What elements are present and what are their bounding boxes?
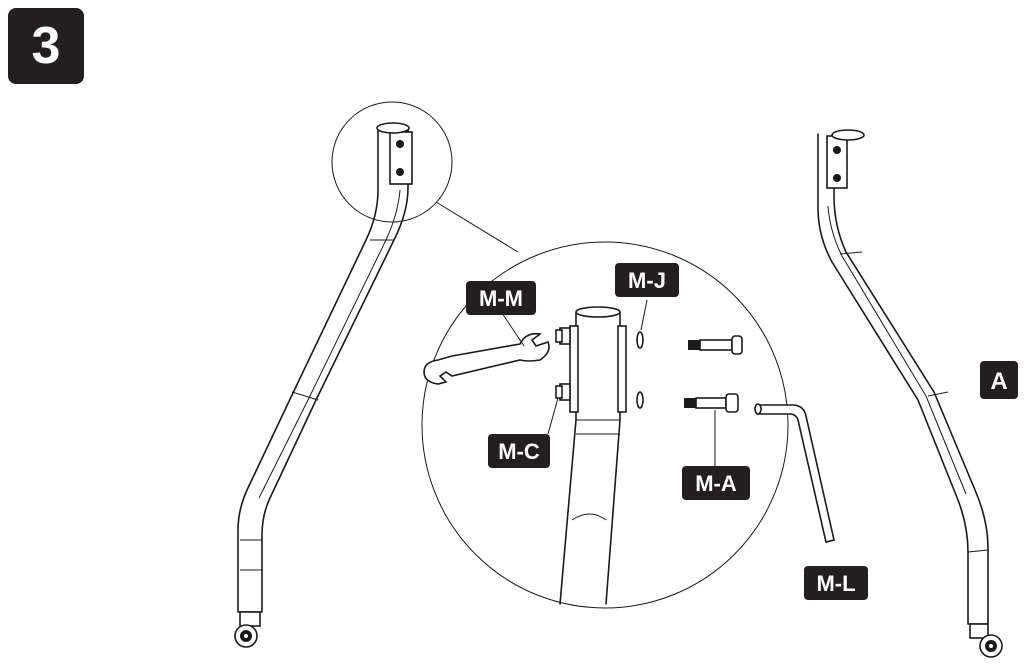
step-number: 3 (32, 17, 61, 75)
detail-callout-small (331, 101, 519, 253)
right-leg (817, 129, 1003, 658)
nuts (555, 327, 571, 401)
label-wrench: M-M (466, 281, 536, 315)
left-leg (234, 122, 413, 648)
label-part-a-text: A (990, 368, 1007, 395)
label-nut: M-C (488, 434, 550, 468)
label-allen-key-text: M-L (816, 571, 855, 596)
label-nut-text: M-C (498, 439, 540, 464)
bolts (684, 335, 743, 468)
washers (636, 299, 648, 409)
detail-callout-large (421, 241, 789, 609)
label-washer: M-J (615, 263, 679, 297)
label-washer-text: M-J (628, 268, 666, 293)
wrench (423, 309, 550, 385)
label-bolt-text: M-A (695, 471, 737, 496)
label-bolt: M-A (682, 466, 750, 500)
label-part-a: A (980, 361, 1018, 399)
allen-key (754, 403, 835, 543)
label-wrench-text: M-M (479, 286, 523, 311)
step-badge: 3 (8, 8, 84, 84)
label-allen-key: M-L (804, 566, 868, 600)
